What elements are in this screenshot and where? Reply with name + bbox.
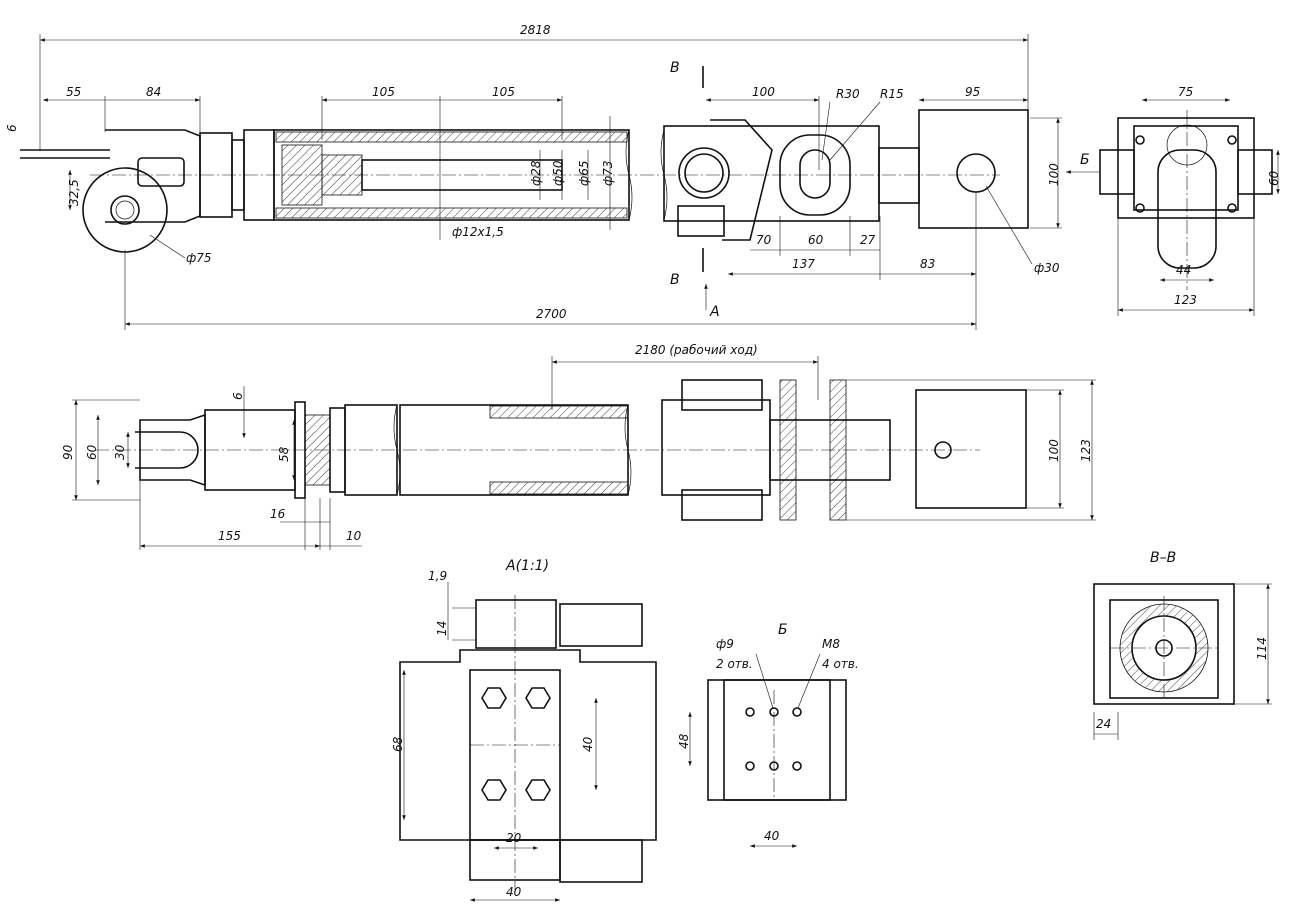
dim-phi65: ф65 bbox=[577, 160, 591, 186]
plan-dim-10: 10 bbox=[346, 529, 362, 543]
dim-105-left: 105 bbox=[372, 85, 395, 99]
dim-2818: 2818 bbox=[520, 23, 551, 37]
plan-dim-6: 6 bbox=[231, 392, 245, 400]
plan-dim-90: 90 bbox=[61, 444, 75, 460]
dim-60: 60 bbox=[808, 233, 824, 247]
viewB-dim-4-holes: 4 отв. bbox=[822, 657, 859, 671]
section-bb: В–В 114 24 bbox=[1093, 550, 1272, 740]
dim-32-5: 32,5 bbox=[67, 179, 81, 206]
plan-dim-60: 60 bbox=[85, 444, 99, 460]
dim-105-right: 105 bbox=[492, 85, 515, 99]
plan-dim-2180: 2180 (рабочий ход) bbox=[635, 343, 758, 357]
plan-dim-100: 100 bbox=[1047, 439, 1061, 462]
dim-r15: R15 bbox=[880, 87, 904, 101]
plan-view: 2180 (рабочий ход) 90 60 30 6 58 16 155 … bbox=[61, 343, 1096, 550]
section-bb-title: В–В bbox=[1150, 550, 1176, 566]
dim-70: 70 bbox=[756, 233, 772, 247]
plan-dim-155: 155 bbox=[218, 529, 241, 543]
section-mark-b-bottom: В bbox=[670, 272, 680, 288]
section-a: A(1:1) 1,9 14 68 40 20 40 bbox=[391, 558, 657, 902]
dim-83: 83 bbox=[920, 257, 935, 271]
dim-84: 84 bbox=[146, 85, 161, 99]
plan-dim-16: 16 bbox=[270, 507, 286, 521]
dim-phi75: ф75 bbox=[186, 251, 212, 265]
dim-137: 137 bbox=[792, 257, 815, 271]
dim-phi73: ф73 bbox=[601, 160, 615, 186]
dim-phi12x1-5: ф12х1,5 bbox=[452, 225, 504, 239]
dim-phi28: ф28 bbox=[529, 160, 543, 186]
section-a-title: A(1:1) bbox=[505, 558, 549, 574]
dim-r30: R30 bbox=[836, 87, 860, 101]
end-dim-75: 75 bbox=[1178, 85, 1193, 99]
plan-dim-58: 58 bbox=[277, 446, 291, 462]
plan-dim-123: 123 bbox=[1079, 439, 1093, 462]
secA-dim-20: 20 bbox=[506, 831, 522, 845]
viewB-dim-2-holes: 2 отв. bbox=[716, 657, 753, 671]
secBB-dim-114: 114 bbox=[1255, 637, 1269, 660]
secA-dim-14: 14 bbox=[435, 621, 449, 636]
dim-100-right: 100 bbox=[1047, 163, 1061, 186]
end-dim-60: 60 bbox=[1267, 170, 1281, 186]
section-mark-b-top: В bbox=[670, 60, 680, 76]
dim-27: 27 bbox=[860, 233, 876, 247]
viewB-dim-m8: М8 bbox=[822, 637, 840, 651]
dim-phi50: ф50 bbox=[551, 160, 565, 186]
viewB-dim-phi9: ф9 bbox=[716, 637, 734, 651]
view-b-title: Б bbox=[778, 622, 788, 638]
end-view: 75 60 44 123 bbox=[1099, 85, 1281, 316]
secBB-dim-24: 24 bbox=[1096, 717, 1111, 731]
viewB-dim-40: 40 bbox=[764, 829, 780, 843]
plan-dim-30: 30 bbox=[113, 444, 127, 460]
dim-95: 95 bbox=[965, 85, 980, 99]
end-dim-44: 44 bbox=[1176, 263, 1191, 277]
dim-55: 55 bbox=[66, 85, 81, 99]
view-mark-b-arrow: Б bbox=[1080, 152, 1090, 168]
end-dim-123: 123 bbox=[1174, 293, 1197, 307]
secA-dim-40-horizontal: 40 bbox=[506, 885, 522, 899]
secA-dim-68: 68 bbox=[391, 736, 405, 752]
dim-phi30: ф30 bbox=[1034, 261, 1060, 275]
main-view: 2818 55 84 105 105 6 32,5 ф75 bbox=[5, 23, 1100, 330]
secA-dim-40-vertical: 40 bbox=[581, 736, 595, 752]
viewB-dim-48: 48 bbox=[677, 733, 691, 749]
dim-6: 6 bbox=[5, 124, 19, 132]
dim-100: 100 bbox=[752, 85, 775, 99]
view-mark-a: А bbox=[709, 304, 720, 320]
secA-dim-1-9: 1,9 bbox=[428, 569, 447, 583]
dim-2700: 2700 bbox=[536, 307, 567, 321]
view-b: Б ф9 2 отв. М8 4 отв. 48 40 bbox=[677, 622, 859, 848]
